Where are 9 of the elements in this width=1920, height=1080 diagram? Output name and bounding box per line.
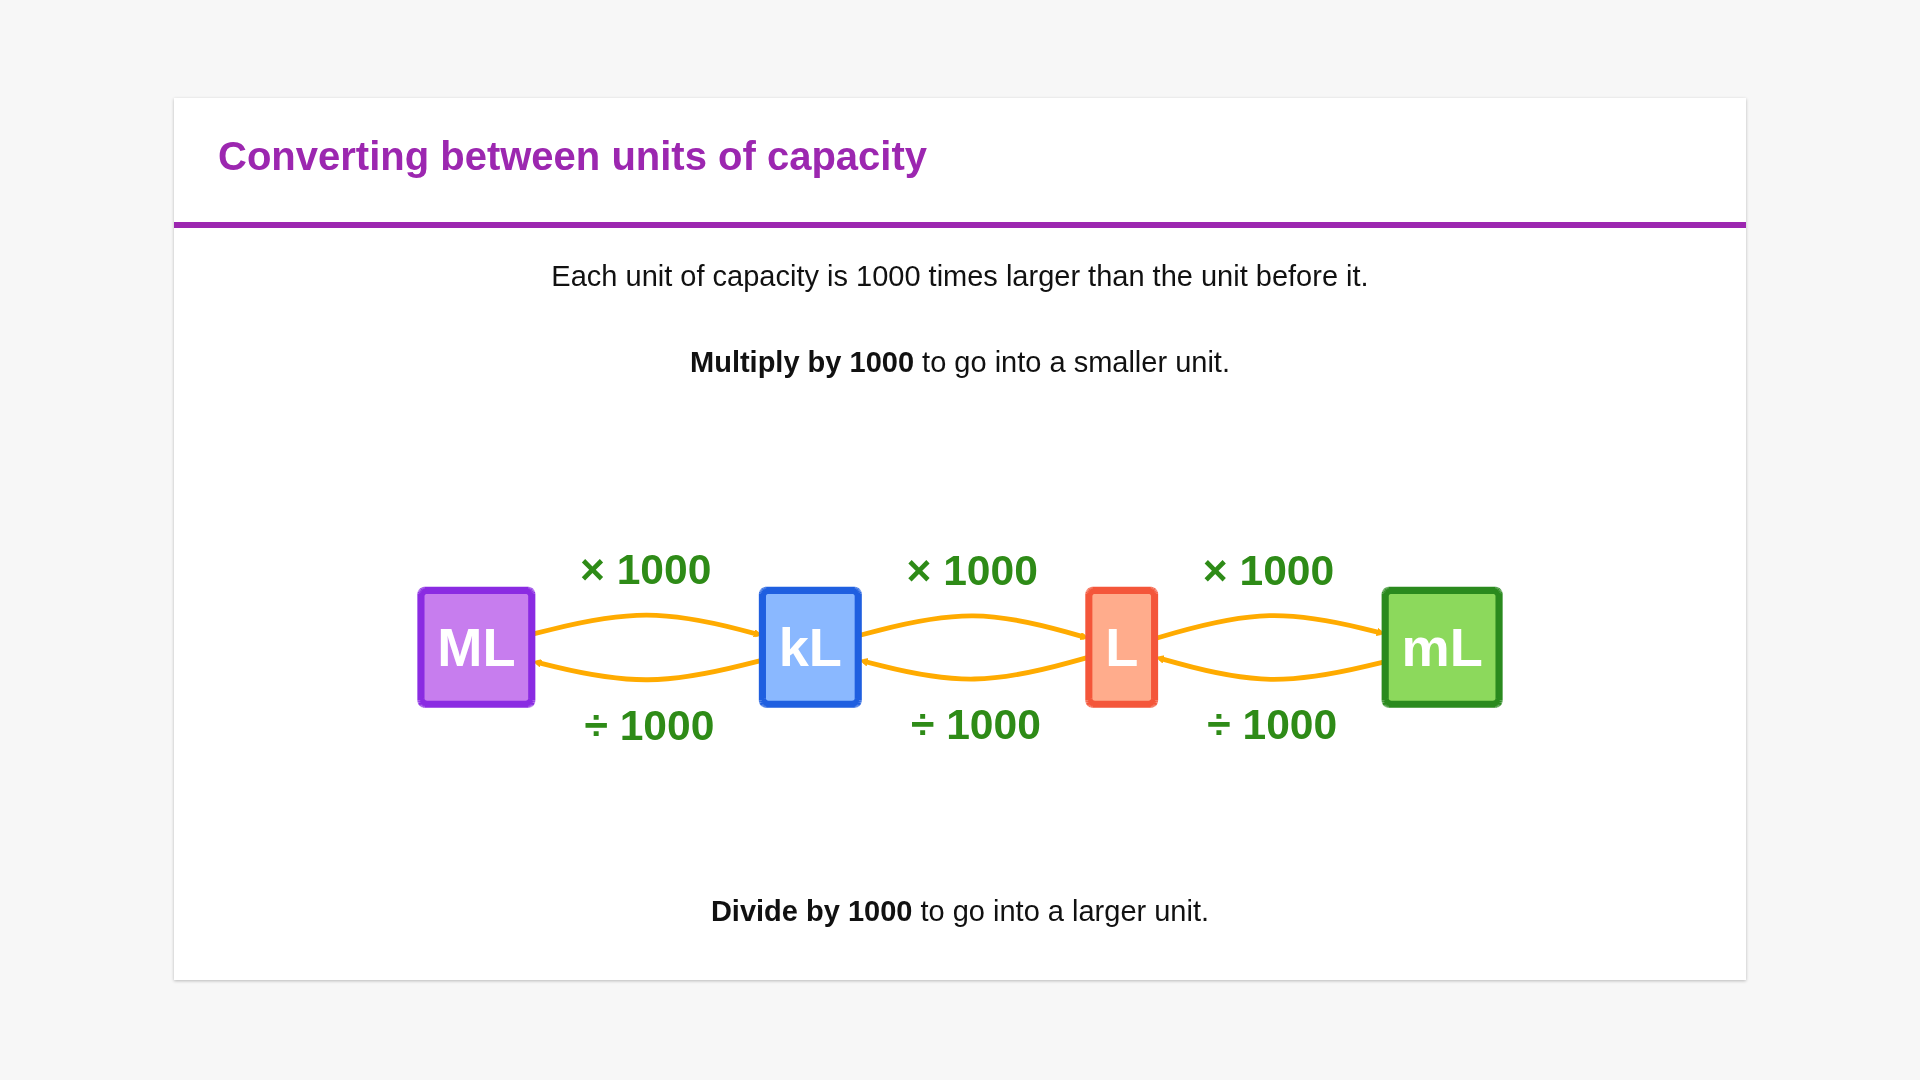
- note-text: Each unit of capacity is 1000 times larger than the unit before it.: [551, 259, 1369, 294]
- curved-arrow: [1155, 612, 1385, 641]
- instruction-text: Multiply by 1000 to go into a smaller unit.: [690, 345, 1230, 380]
- instruction-text: Divide by 1000 to go into a larger unit.: [710, 894, 1210, 929]
- title: Converting between units of capacity: [218, 134, 927, 179]
- unit-box: L: [1085, 586, 1159, 708]
- unit-box: kL: [758, 586, 862, 708]
- unit-box: ML: [417, 586, 536, 708]
- unit-box: mL: [1381, 586, 1503, 708]
